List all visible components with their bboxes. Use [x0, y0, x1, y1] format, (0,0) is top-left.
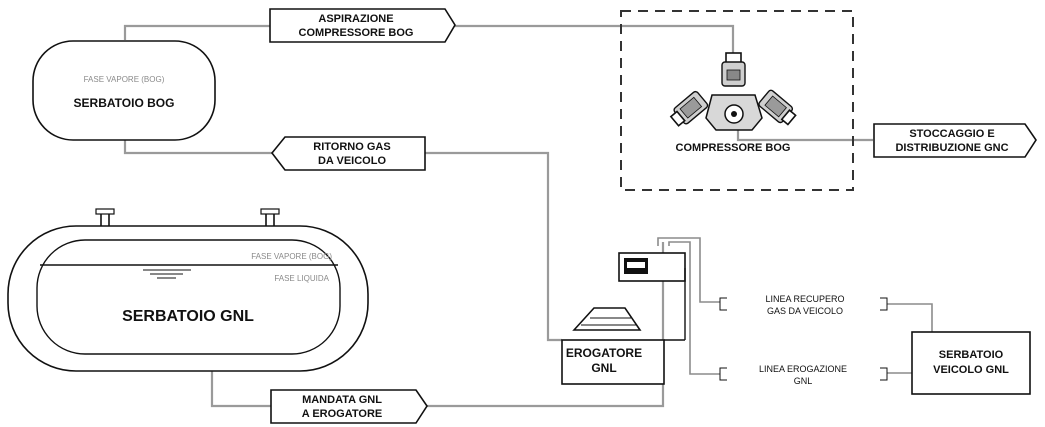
- tag-stoccaggio: STOCCAGGIO E DISTRIBUZIONE GNC: [873, 123, 1037, 158]
- vehicle-tank-line1: SERBATOIO: [939, 349, 1004, 361]
- compressor-enclosure: [620, 10, 854, 191]
- bog-tank-title: SERBATOIO BOG: [74, 96, 175, 110]
- tag-mandata-line1: MANDATA GNL: [302, 394, 382, 406]
- pipe-gas-return: [123, 140, 562, 342]
- bog-tank-phase: FASE VAPORE (BOG): [84, 75, 165, 84]
- delivery-line-text1: LINEA EROGAZIONE: [759, 364, 847, 374]
- dispenser-label-line2: GNL: [591, 361, 616, 375]
- lng-tank: [7, 208, 369, 372]
- recovery-line-text1: LINEA RECUPERO: [765, 294, 844, 304]
- tag-aspirazione-line2: COMPRESSORE BOG: [299, 27, 414, 39]
- lng-tank-vapor: FASE VAPORE (BOG): [251, 252, 332, 261]
- compressor-label: COMPRESSORE BOG: [676, 142, 791, 154]
- tag-ritorno: RITORNO GAS DA VEICOLO: [270, 136, 426, 171]
- tag-aspirazione-line1: ASPIRAZIONE: [318, 13, 393, 25]
- tag-ritorno-line1: RITORNO GAS: [313, 141, 390, 153]
- tag-ritorno-line2: DA VEICOLO: [318, 155, 386, 167]
- hose-delivery: [668, 241, 720, 375]
- delivery-line-text2: GNL: [794, 376, 813, 386]
- pipe-vehicle-recovery: [887, 303, 933, 332]
- hose-recovery: [657, 237, 720, 303]
- vehicle-tank-line2: VEICOLO GNL: [933, 364, 1009, 376]
- pipe-lng-delivery: [210, 242, 665, 408]
- dispenser-icon: [561, 252, 686, 385]
- compressor-icon: [669, 52, 797, 131]
- vehicle-tank: [911, 331, 1031, 395]
- dispenser-label-line1: EROGATORE: [566, 346, 642, 360]
- recovery-line-label: LINEA RECUPERO GAS DA VEICOLO: [719, 294, 888, 316]
- recovery-line-text2: GAS DA VEICOLO: [767, 306, 843, 316]
- tag-stoccaggio-line1: STOCCAGGIO E: [909, 128, 994, 140]
- tag-mandata-line2: A EROGATORE: [302, 408, 382, 420]
- lng-tank-title: SERBATOIO GNL: [122, 308, 254, 325]
- lng-tank-liquid: FASE LIQUIDA: [274, 274, 329, 283]
- tag-aspirazione: ASPIRAZIONE COMPRESSORE BOG: [269, 8, 456, 43]
- bog-tank: [32, 40, 216, 141]
- delivery-line-label: LINEA EROGAZIONE GNL: [719, 364, 888, 386]
- tag-mandata: MANDATA GNL A EROGATORE: [270, 389, 428, 424]
- tag-stoccaggio-line2: DISTRIBUZIONE GNC: [895, 142, 1008, 154]
